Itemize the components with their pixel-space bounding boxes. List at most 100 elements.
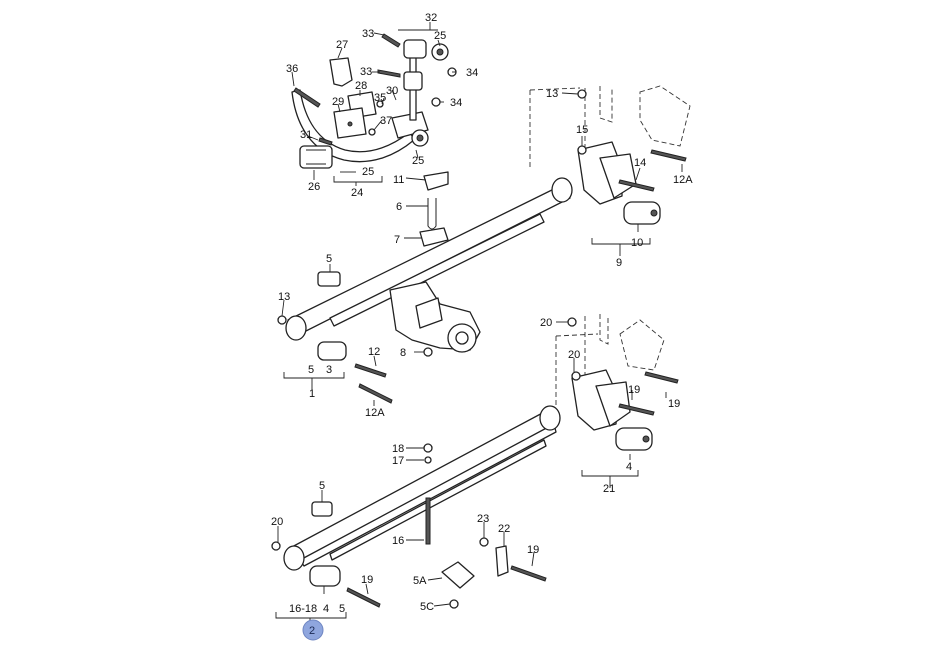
bracket-1 xyxy=(283,372,345,390)
callout-4: 4 xyxy=(626,461,632,473)
leader-lines xyxy=(277,22,683,607)
badge-number: 2 xyxy=(309,625,315,637)
callout-15: 15 xyxy=(576,124,588,136)
bolt-19-a xyxy=(644,371,679,384)
callout-20: 20 xyxy=(540,317,552,329)
callout-labels: 32 33 25 27 33 34 36 28 35 30 34 29 37 3… xyxy=(271,12,693,615)
callout-33: 33 xyxy=(362,28,374,40)
callout-33: 33 xyxy=(360,66,372,78)
callout-29: 29 xyxy=(332,96,344,108)
callout-19: 19 xyxy=(668,398,680,410)
hanger-plate-21-side xyxy=(595,381,631,427)
callout-21: 21 xyxy=(603,483,615,495)
bracket-21-bracket xyxy=(581,470,639,488)
bolt-12 xyxy=(354,363,387,378)
bolt-19-b xyxy=(618,403,655,416)
washer-17 xyxy=(424,456,432,464)
pad-5A xyxy=(441,561,475,589)
nut-23 xyxy=(479,537,489,547)
rear-bracket-assembly-21 xyxy=(555,314,679,488)
callout-5: 5 xyxy=(319,480,325,492)
frame-bracket-lower xyxy=(555,319,665,420)
callout-12A: 12A xyxy=(673,174,693,186)
u-bolt-6 xyxy=(427,198,437,230)
bushing-25-upper-core xyxy=(436,48,444,56)
callout-17: 17 xyxy=(392,455,404,467)
bushing-26-slot xyxy=(306,149,326,165)
nut-15 xyxy=(577,145,587,155)
bushing-4 xyxy=(615,427,653,451)
nut-13-upper xyxy=(577,89,587,99)
spring-leaf-secondary xyxy=(329,213,545,327)
bolt-33-lower xyxy=(377,69,401,78)
coupling-rod-lower-joint xyxy=(403,71,423,91)
bushing-26 xyxy=(299,145,333,169)
callout-5: 5 xyxy=(326,253,332,265)
callout-20: 20 xyxy=(568,349,580,361)
bushing-4-lower xyxy=(309,565,341,587)
nut-35 xyxy=(376,100,384,108)
callout-25: 25 xyxy=(412,155,424,167)
pad-5-upper xyxy=(317,271,341,287)
callout-3: 3 xyxy=(326,364,332,376)
mount-11 xyxy=(423,171,449,191)
callout-27: 27 xyxy=(336,39,348,51)
nut-13-rear xyxy=(277,315,287,325)
callout-37: 37 xyxy=(380,115,392,127)
callout-5C: 5C xyxy=(420,601,434,613)
callout-13: 13 xyxy=(278,291,290,303)
callout-10: 10 xyxy=(631,237,643,249)
callout-4: 4 xyxy=(323,603,329,615)
callout-23: 23 xyxy=(477,513,489,525)
bolt-19-d xyxy=(510,565,547,582)
nut-5C xyxy=(449,599,459,609)
callout-30: 30 xyxy=(386,85,398,97)
lower-eye-rear xyxy=(283,545,305,571)
callout-25: 25 xyxy=(434,30,446,42)
callout-12A: 12A xyxy=(365,407,385,419)
bushing-4-eye xyxy=(642,435,650,443)
washer-37 xyxy=(368,128,376,136)
badge-circle xyxy=(302,619,324,641)
callout-26: 26 xyxy=(308,181,320,193)
bushing-10-eye xyxy=(650,209,658,217)
bolt-16 xyxy=(425,497,431,545)
bolt-31 xyxy=(318,137,333,146)
nut-34-lower xyxy=(431,97,441,107)
bracket-9-bracket xyxy=(591,238,651,256)
bolt-12A-lower xyxy=(358,383,393,404)
callout-20: 20 xyxy=(271,516,283,528)
callout-18: 18 xyxy=(392,443,404,455)
callout-13: 13 xyxy=(546,88,558,100)
callout-6: 6 xyxy=(396,201,402,213)
bracket-8 xyxy=(415,297,443,329)
bolt-14 xyxy=(618,179,655,192)
bushing-25-lower-core xyxy=(416,134,424,142)
pad-5-lower xyxy=(311,501,333,517)
bracket-27 xyxy=(329,57,353,87)
callout-19: 19 xyxy=(628,384,640,396)
callout-12: 12 xyxy=(368,346,380,358)
callout-25: 25 xyxy=(362,166,374,178)
lower-leaf-spring xyxy=(271,405,561,624)
bushing-3 xyxy=(317,341,347,361)
callout-31: 31 xyxy=(300,129,312,141)
spring-eye-rear xyxy=(285,315,307,341)
bolt-head-29 xyxy=(347,121,353,127)
assembly-badge: 2 xyxy=(302,619,324,641)
nut-8 xyxy=(423,347,433,357)
callout-19: 19 xyxy=(361,574,373,586)
axle-flange-center xyxy=(455,331,469,345)
nut-20-a xyxy=(567,317,577,327)
stabilizer-bar-assembly xyxy=(291,33,457,169)
callout-16-18: 16-18 xyxy=(289,603,317,615)
bracket-22 xyxy=(495,545,509,577)
spacer-7 xyxy=(419,227,449,247)
nut-18 xyxy=(423,443,433,453)
callout-1: 1 xyxy=(309,388,315,400)
callout-32: 32 xyxy=(425,12,437,24)
callout-11: 11 xyxy=(393,174,404,186)
callout-5: 5 xyxy=(339,603,345,615)
spring-eye-front xyxy=(551,177,573,203)
